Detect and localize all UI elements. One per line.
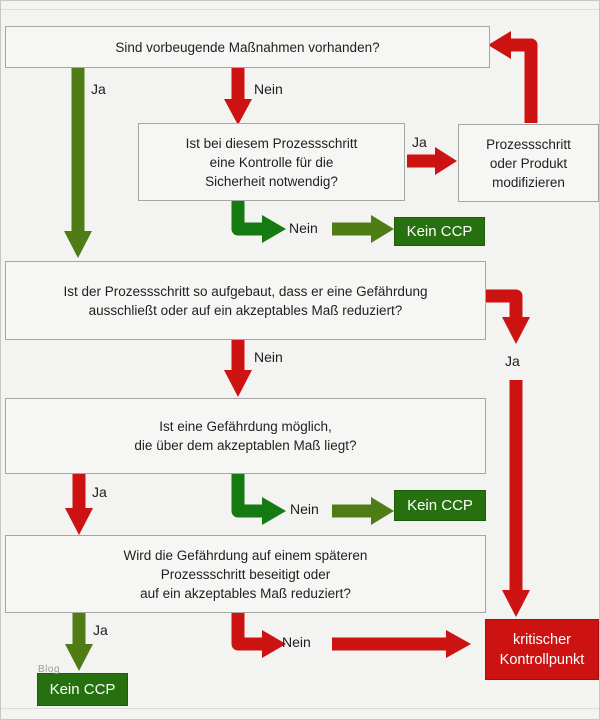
question-text: Prozessschritt beseitigt oder — [160, 566, 331, 582]
label-nein-q1: Nein — [254, 81, 283, 97]
question-text: Ist bei diesem Prozessschritt — [185, 135, 358, 151]
result-text: Kontrollpunkt — [499, 651, 585, 668]
question-text: Ist der Prozessschritt so aufgebaut, das… — [63, 283, 428, 299]
top-frame-line — [1, 9, 599, 10]
label-nein-q4: Nein — [290, 501, 319, 517]
question-control-necessary: Ist bei diesem Prozessschritt eine Kontr… — [138, 123, 405, 201]
question-text: Sicherheit notwendig? — [205, 173, 338, 189]
question-hazard-removed-later: Wird die Gefährdung auf einem späteren P… — [5, 535, 486, 613]
arrow-feedback-to-q1 — [488, 31, 538, 123]
action-text: modifizieren — [492, 174, 565, 190]
result-no-ccp-1: Kein CCP — [394, 217, 485, 246]
question-text: eine Kontrolle für die — [209, 154, 334, 170]
result-no-ccp-2: Kein CCP — [394, 490, 486, 521]
arrow-ja-from-q3 — [485, 289, 530, 344]
result-no-ccp-3: Kein CCP — [37, 673, 128, 706]
action-modify-process: Prozessschritt oder Produkt modifizieren — [458, 124, 599, 202]
arrow-nein-from-q4 — [231, 472, 286, 525]
result-critical-control-point: kritischer Kontrollpunkt — [485, 619, 599, 680]
blog-watermark: Blog — [38, 664, 61, 675]
question-text: Wird die Gefährdung auf einem späteren — [123, 547, 368, 563]
question-hazard-possible: Ist eine Gefährdung möglich, die über de… — [5, 398, 486, 474]
arrow-nein-from-q2 — [231, 199, 286, 243]
arrow-nein-to-ccp — [332, 630, 471, 658]
arrow-to-kein-ccp-1 — [332, 215, 394, 243]
question-text: Ist eine Gefährdung möglich, — [159, 419, 332, 434]
label-nein-q5: Nein — [282, 634, 311, 650]
arrow-ja-from-q4 — [65, 472, 93, 535]
arrow-nein-from-q5 — [231, 611, 286, 658]
arrow-ja-from-q5 — [65, 612, 93, 671]
action-text: Prozessschritt — [486, 136, 571, 152]
arrow-to-kein-ccp-2 — [332, 497, 394, 525]
action-text: oder Produkt — [489, 155, 568, 171]
label-ja-q2: Ja — [412, 134, 427, 150]
result-text: Kein CCP — [49, 681, 116, 698]
question-preventive-measures: Sind vorbeugende Maßnahmen vorhanden? — [5, 26, 490, 68]
arrow-ja-from-q1 — [64, 65, 92, 258]
label-ja-q3: Ja — [505, 353, 520, 369]
bottom-frame-line — [1, 708, 599, 709]
arrow-nein-from-q1 — [224, 65, 252, 125]
result-text: kritischer — [512, 631, 571, 648]
label-ja-q5: Ja — [93, 622, 108, 638]
label-ja-q1: Ja — [91, 81, 106, 97]
label-nein-q2: Nein — [289, 220, 318, 236]
label-ja-q4: Ja — [92, 484, 107, 500]
question-step-eliminates-hazard: Ist der Prozessschritt so aufgebaut, das… — [5, 261, 486, 340]
label-nein-q3: Nein — [254, 349, 283, 365]
result-text: Kein CCP — [407, 497, 473, 514]
question-text: auf ein akzeptables Maß reduziert? — [140, 585, 351, 601]
arrow-ja-from-q2 — [407, 147, 457, 175]
question-text: ausschließt oder auf ein akzeptables Maß… — [88, 302, 403, 318]
result-text: Kein CCP — [406, 223, 473, 240]
question-text: die über dem akzeptablen Maß liegt? — [134, 438, 357, 453]
arrow-ja-to-ccp-long — [502, 380, 530, 617]
question-text: Sind vorbeugende Maßnahmen vorhanden? — [115, 39, 380, 55]
arrow-nein-from-q3 — [224, 338, 252, 397]
